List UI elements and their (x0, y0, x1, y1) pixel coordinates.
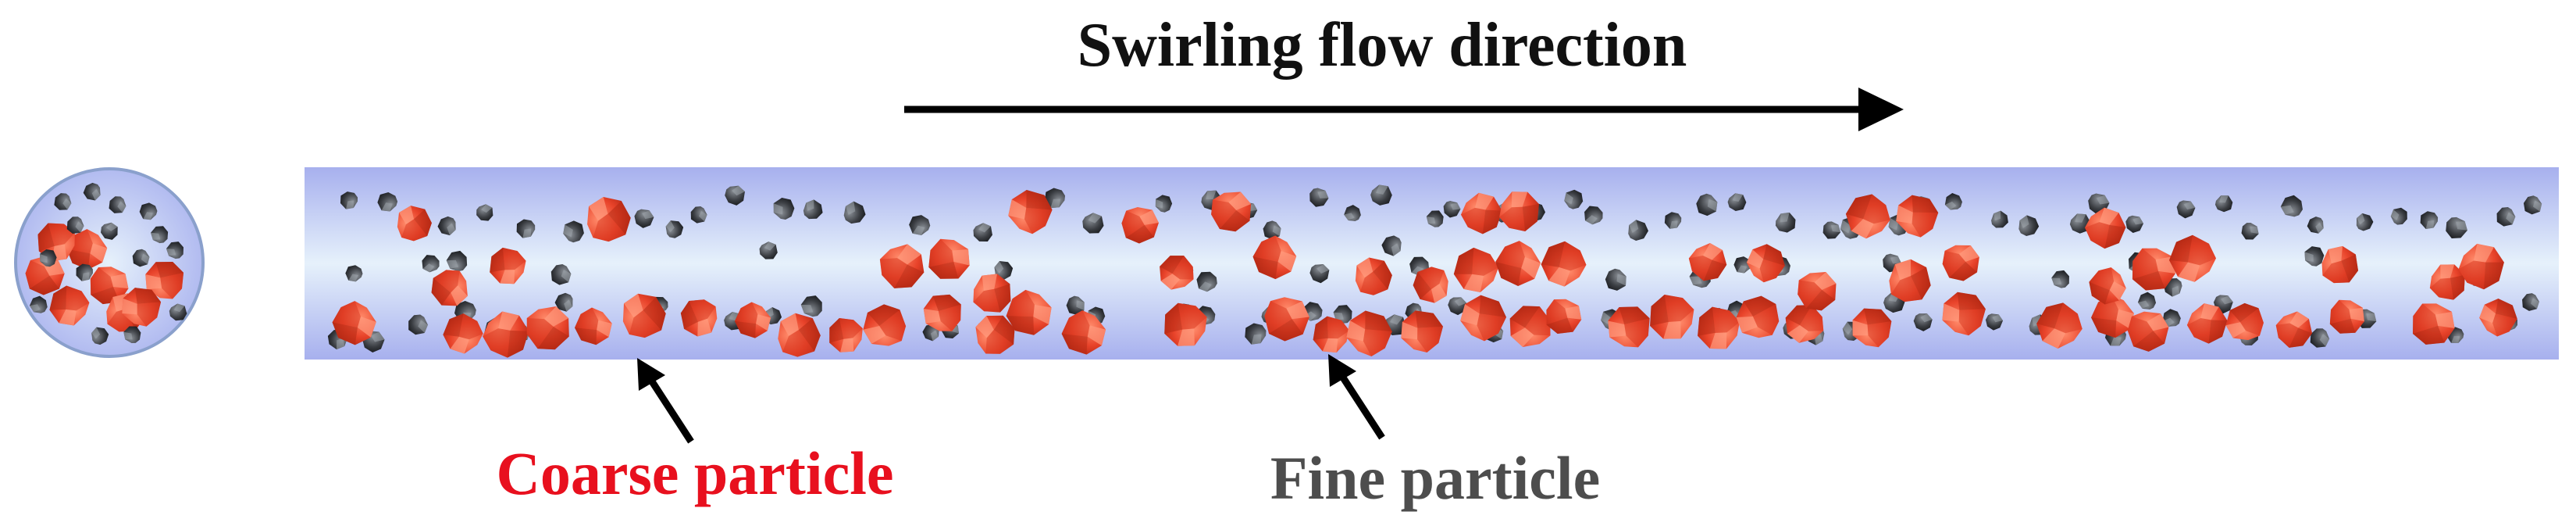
arrow-right-icon (904, 88, 1904, 131)
diagram-title: Swirling flow direction (1078, 11, 1687, 80)
coarse-particle-label: Coarse particle (497, 439, 894, 507)
arrow-up-left-icon (1328, 354, 1385, 440)
pipe (305, 167, 2559, 367)
arrow-up-left-icon (637, 358, 694, 444)
fine-particle-label: Fine particle (1270, 444, 1600, 512)
pipe-cross-section (14, 167, 205, 358)
